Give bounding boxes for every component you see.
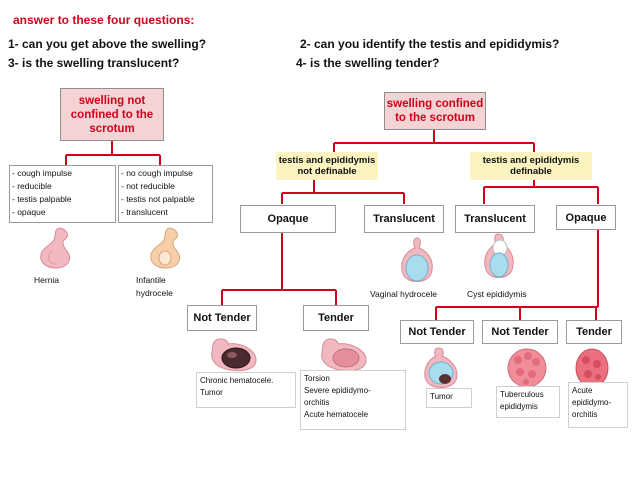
hydrocele-caption: Infantile hydrocele xyxy=(136,275,173,298)
not-confined-box: swelling not confined to the scrotum xyxy=(60,88,164,141)
chronic-line-2: Tumor xyxy=(200,388,223,397)
translucent-box-2: Translucent xyxy=(455,205,535,233)
torsion-line-3: orchitis xyxy=(304,398,330,407)
tender-label-2: Tender xyxy=(576,326,612,338)
acute-caption: Acute epididymo- orchitis xyxy=(568,382,628,428)
list-item: - cough impulse xyxy=(12,168,73,178)
question-3: 3- is the swelling translucent? xyxy=(8,56,180,70)
torsion-icon xyxy=(321,338,367,372)
tuberculous-icon xyxy=(507,348,547,388)
list-item: - opaque xyxy=(12,207,46,217)
opaque-box-2: Opaque xyxy=(556,205,616,230)
hernia-signs-list: - cough impulse - reducible - testis pal… xyxy=(9,165,116,223)
list-item: - no cough impulse xyxy=(121,168,193,178)
tuberculous-line-1: Tuberculous xyxy=(500,390,544,399)
tender-label-1: Tender xyxy=(318,312,354,324)
tumor-line: Tumor xyxy=(430,392,453,401)
vaginal-hydrocele-icon xyxy=(401,237,433,282)
torsion-line-1: Torsion xyxy=(304,374,330,383)
not-confined-label: swelling not confined to the scrotum xyxy=(70,94,154,135)
hernia-icon xyxy=(40,227,71,269)
list-item: - translucent xyxy=(121,207,168,217)
not-tender-label-2: Not Tender xyxy=(408,326,466,338)
hydrocele-signs-list: - no cough impulse - not reducible - tes… xyxy=(118,165,213,223)
list-item: - testis palpable xyxy=(12,194,72,204)
chronic-caption: Chronic hematocele. Tumor xyxy=(196,372,296,408)
definable-label: testis and epididymis definable xyxy=(482,155,580,177)
opaque-label-1: Opaque xyxy=(267,213,309,225)
tender-box-2: Tender xyxy=(566,320,622,344)
confined-label: swelling confined to the scrotum xyxy=(386,98,484,124)
not-tender-box-2: Not Tender xyxy=(400,320,474,344)
tuberculous-line-2: epididymis xyxy=(500,402,538,411)
not-tender-label-1: Not Tender xyxy=(193,312,251,324)
torsion-line-2: Severe epididymo- xyxy=(304,386,371,395)
question-1: 1- can you get above the swelling? xyxy=(8,37,207,51)
not-definable-label: testis and epididymis not definable xyxy=(278,155,376,177)
not-tender-box-1: Not Tender xyxy=(187,305,257,331)
chronic-hematocele-icon xyxy=(211,338,257,372)
confined-box: swelling confined to the scrotum xyxy=(384,92,486,130)
question-4: 4- is the swelling tender? xyxy=(296,56,440,70)
tumor-icon xyxy=(424,347,458,388)
torsion-caption: Torsion Severe epididymo- orchitis Acute… xyxy=(300,370,406,430)
opaque-label-2: Opaque xyxy=(565,211,607,224)
acute-line-1: Acute xyxy=(572,386,593,395)
not-tender-label-3: Not Tender xyxy=(491,326,549,338)
torsion-line-4: Acute hematocele xyxy=(304,410,369,419)
acute-line-3: orchitis xyxy=(572,410,598,419)
cyst-epididymis-icon xyxy=(484,233,514,278)
hydrocele-icon xyxy=(150,227,181,269)
not-tender-box-3: Not Tender xyxy=(482,320,558,344)
chronic-line-1: Chronic hematocele. xyxy=(200,376,274,385)
tumor-caption: Tumor xyxy=(426,388,472,408)
translucent-label-2: Translucent xyxy=(464,213,526,225)
hernia-caption: Hernia xyxy=(34,275,60,285)
definable-box: testis and epididymis definable xyxy=(470,152,592,180)
vaginal-hydrocele-caption: Vaginal hydrocele xyxy=(370,289,437,299)
translucent-box-1: Translucent xyxy=(364,205,444,233)
question-2: 2- can you identify the testis and epidi… xyxy=(300,37,560,51)
list-item: - not reducible xyxy=(121,181,175,191)
tuberculous-caption: Tuberculous epididymis xyxy=(496,386,560,418)
translucent-label-1: Translucent xyxy=(373,213,435,225)
tender-box-1: Tender xyxy=(303,305,369,331)
acute-line-2: epididymo- xyxy=(572,398,612,407)
cyst-epididymis-caption: Cyst epididymis xyxy=(467,289,527,299)
not-definable-box: testis and epididymis not definable xyxy=(276,152,378,180)
opaque-box-1: Opaque xyxy=(240,205,336,233)
list-item: - reducible xyxy=(12,181,52,191)
list-item: - testis not palpable xyxy=(121,194,195,204)
acute-orchitis-icon xyxy=(575,348,609,388)
heading: answer to these four questions: xyxy=(13,13,195,27)
